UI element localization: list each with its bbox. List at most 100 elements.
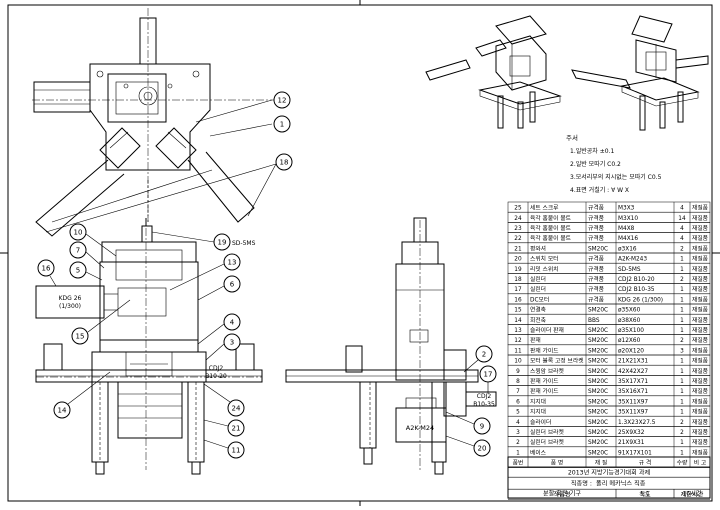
parts-cell: 2 xyxy=(680,277,684,283)
parts-cell: 재질품 xyxy=(692,255,709,263)
parts-cell: 판재 가이드 xyxy=(530,387,559,395)
parts-cell: 1 xyxy=(680,450,684,456)
parts-cell: SM20C xyxy=(588,308,608,314)
parts-cell: 23 xyxy=(514,226,522,232)
parts-cell: 수량 xyxy=(677,460,688,467)
parts-cell: 20 xyxy=(514,257,522,263)
parts-cell: 재질품 xyxy=(692,275,709,283)
parts-cell: 11 xyxy=(514,348,522,354)
parts-cell: 6 xyxy=(516,399,520,405)
callout-labels: SD-5MS KDG 26 (1/300) CDJ2 B10-20 CDJ2 B… xyxy=(59,240,495,432)
parts-cell: ø3X16 xyxy=(618,246,637,252)
parts-cell: 35X17X71 xyxy=(618,379,648,385)
part-balloons: 12 1 18 10 7 5 16 15 19 13 6 4 xyxy=(37,91,497,459)
parts-cell: 15 xyxy=(514,308,522,314)
parts-cell: 1 xyxy=(680,399,684,405)
parts-cell: A2K-M243 xyxy=(618,257,647,263)
parts-cell: 14 xyxy=(514,318,522,324)
balloon-5: 5 xyxy=(76,267,80,275)
parts-cell: 재질품 xyxy=(692,408,709,416)
parts-cell: 재질품 xyxy=(692,387,709,395)
parts-cell: ø35X60 xyxy=(618,308,641,314)
parts-cell: 1 xyxy=(680,328,684,334)
title-year: 2013년 지방기능경기대회 과제 xyxy=(568,469,651,477)
balloon-14: 14 xyxy=(58,407,67,415)
parts-cell: 재 질 xyxy=(595,459,608,467)
isometric-view-right xyxy=(571,15,709,131)
parts-cell: 규격품 xyxy=(588,235,605,242)
parts-cell: 21X9X31 xyxy=(618,440,645,446)
plan-view xyxy=(32,8,290,237)
parts-cell: CDJ2 B10-20 xyxy=(618,277,655,283)
parts-cell: 재질품 xyxy=(692,265,709,273)
parts-cell: 1 xyxy=(680,359,684,365)
parts-cell: 규격품 xyxy=(588,266,605,273)
parts-cell: 스위치 모터 xyxy=(530,255,559,263)
parts-cell: SM20C xyxy=(588,399,608,405)
parts-cell: 연결축 xyxy=(530,306,547,314)
parts-cell: 1 xyxy=(516,450,520,456)
parts-cell: ø35X100 xyxy=(618,328,644,334)
parts-cell: 평와셔 xyxy=(530,244,546,252)
parts-cell: SD-5MS xyxy=(618,267,641,273)
parts-cell: ø20X120 xyxy=(618,348,644,354)
balloon-15: 15 xyxy=(76,333,85,341)
balloon-9: 9 xyxy=(480,423,484,431)
parts-cell: 슬라이더 판재 xyxy=(530,326,564,334)
parts-cell: 4 xyxy=(516,420,520,426)
callout-cdj2b-1: CDJ2 xyxy=(477,393,492,400)
parts-cell: SM20C xyxy=(588,440,608,446)
parts-cell: SM20C xyxy=(588,369,608,375)
parts-cell: 2 xyxy=(680,246,684,252)
parts-cell: 비 고 xyxy=(694,459,707,467)
balloon-11: 11 xyxy=(232,447,241,455)
parts-cell: 1 xyxy=(680,379,684,385)
parts-cell: 육각 홈붙이 볼트 xyxy=(530,234,572,242)
parts-cell: 재질품 xyxy=(692,367,709,375)
parts-cell: 1 xyxy=(680,318,684,324)
parts-cell: 규 격 xyxy=(639,460,652,467)
parts-cell: 2 xyxy=(516,440,520,446)
parts-cell: 규격품 xyxy=(588,205,605,212)
parts-cell: 규격품 xyxy=(588,276,605,283)
callout-a2k: A2K-M24 xyxy=(406,424,434,432)
parts-cell: ø12X60 xyxy=(618,338,641,344)
balloon-6: 6 xyxy=(230,281,235,289)
parts-cell: 재질품 xyxy=(692,326,709,334)
callout-kdg-1: KDG 26 xyxy=(59,295,82,302)
parts-cell: 9 xyxy=(516,369,520,375)
parts-cell: M3X3 xyxy=(618,206,635,212)
callout-cdj2-1: CDJ2 xyxy=(209,365,224,372)
parts-cell: 42X42X27 xyxy=(618,369,648,375)
parts-cell: 모터 블록 고정 브라켓 xyxy=(530,357,584,365)
parts-cell: 24 xyxy=(514,216,522,222)
balloon-1 xyxy=(273,115,291,133)
parts-cell: 실린더 브라켓 xyxy=(530,428,564,436)
balloon-4: 4 xyxy=(230,319,235,327)
balloon-13: 13 xyxy=(228,259,237,267)
parts-cell: 재질품 xyxy=(692,346,709,354)
parts-cell: 품번 xyxy=(513,459,524,467)
parts-cell: 지지대 xyxy=(530,408,546,416)
parts-cell: 8 xyxy=(516,379,520,385)
title-scale-label: 척도 xyxy=(639,491,651,499)
parts-cell: 1 xyxy=(680,287,684,293)
parts-cell: 1 xyxy=(680,308,684,314)
parts-cell: 17 xyxy=(514,287,522,293)
parts-cell: 품 명 xyxy=(551,459,564,467)
parts-cell: 35X16X71 xyxy=(618,389,648,395)
parts-cell: 판재 가이드 xyxy=(530,346,559,354)
parts-cell: SM20C xyxy=(588,359,608,365)
parts-cell: 리밋 스위치 xyxy=(530,265,559,273)
parts-cell: SM20C xyxy=(588,328,608,334)
